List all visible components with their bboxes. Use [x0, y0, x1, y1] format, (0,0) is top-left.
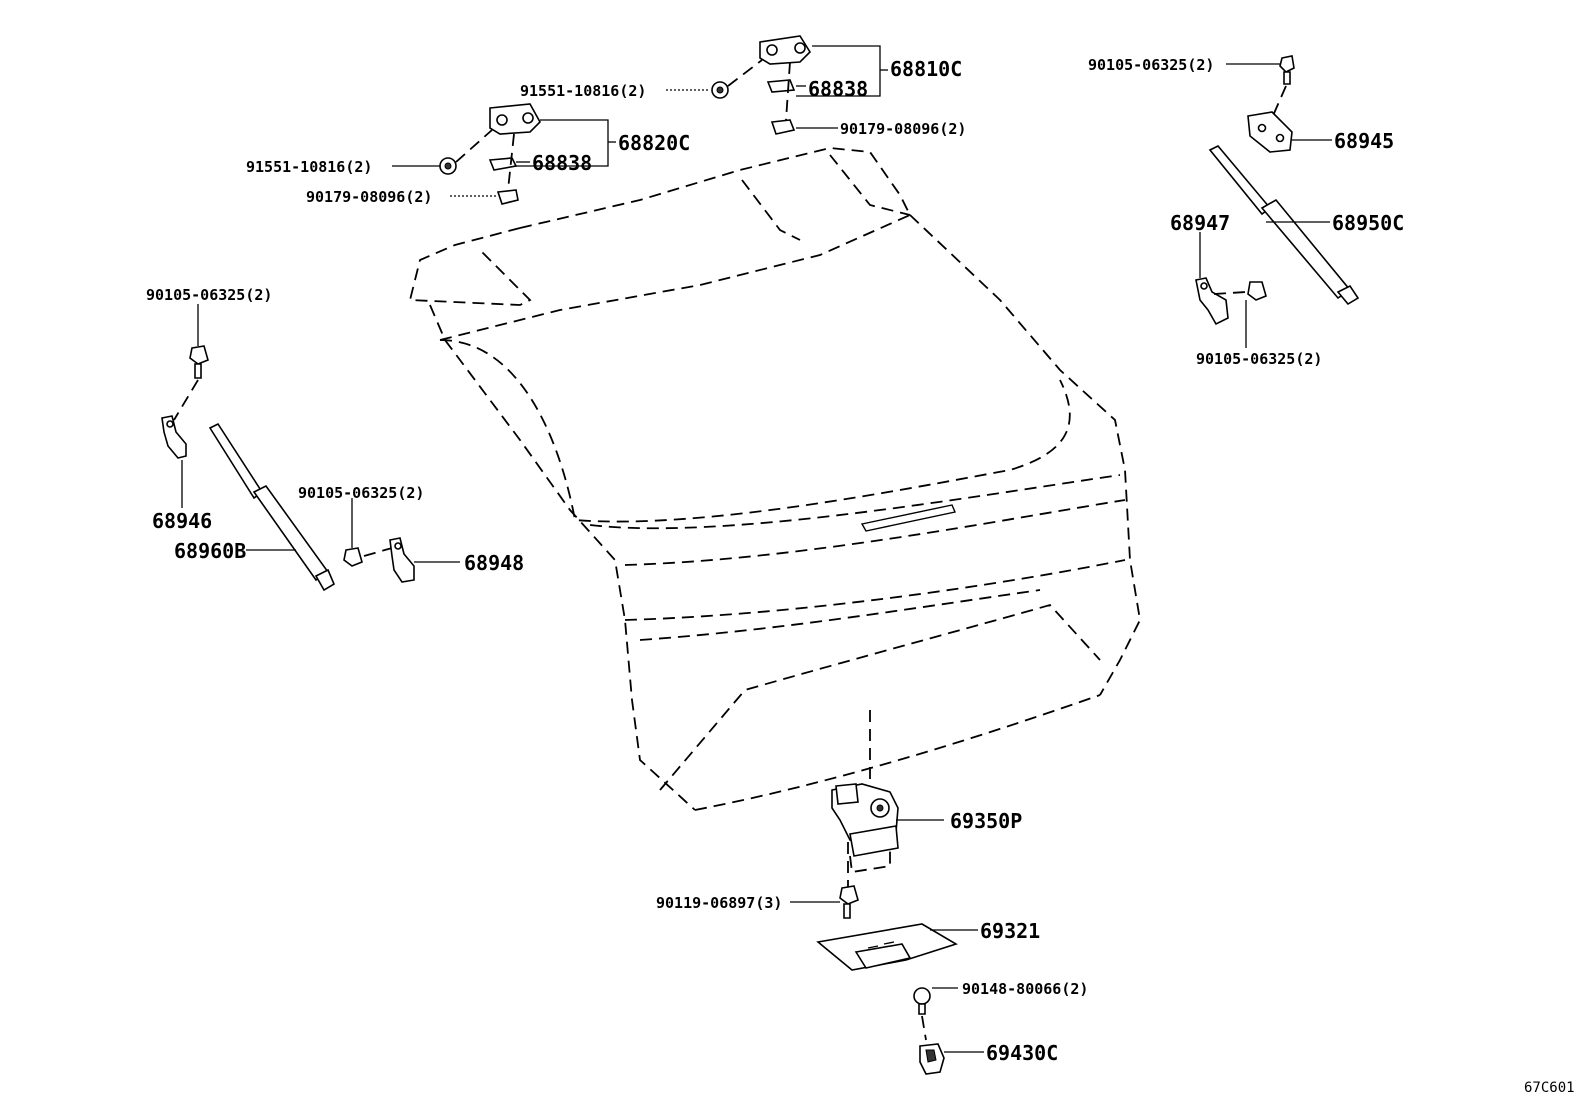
hinge-lower-68820c [439, 103, 541, 205]
label-69321[interactable]: 69321 [980, 919, 1040, 943]
switch-69430c [919, 1043, 945, 1075]
label-68950c[interactable]: 68950C [1332, 211, 1404, 235]
label-90105-topright[interactable]: 90105-06325(2) [1088, 56, 1214, 74]
label-90119[interactable]: 90119-06897(3) [656, 894, 782, 912]
label-68945[interactable]: 68945 [1334, 129, 1394, 153]
back-door-panel [408, 147, 1141, 811]
label-91551-upper[interactable]: 91551-10816(2) [520, 82, 646, 100]
label-68820c[interactable]: 68820C [618, 131, 690, 155]
latch-assembly-69350p [831, 783, 899, 919]
label-68947[interactable]: 68947 [1170, 211, 1230, 235]
label-68960b[interactable]: 68960B [174, 539, 246, 563]
label-68810c[interactable]: 68810C [890, 57, 962, 81]
actuator-69321 [816, 923, 958, 971]
label-68838-lower[interactable]: 68838 [532, 151, 592, 175]
stay-left-68960b [161, 345, 415, 592]
part-labels: 68810C 68838 90179-08096(2) 91551-10816(… [146, 56, 1575, 1096]
label-68948[interactable]: 68948 [464, 551, 524, 575]
label-69350p[interactable]: 69350P [950, 809, 1022, 833]
hinge-upper-68810c [711, 35, 812, 135]
label-68946[interactable]: 68946 [152, 509, 212, 533]
label-90179-lower[interactable]: 90179-08096(2) [306, 188, 432, 206]
diagram-id: 67C601 [1524, 1080, 1575, 1096]
label-90105-right[interactable]: 90105-06325(2) [1196, 350, 1322, 368]
label-68838-upper[interactable]: 68838 [808, 77, 868, 101]
label-90179-upper[interactable]: 90179-08096(2) [840, 120, 966, 138]
leader-lines [181, 45, 1332, 1053]
label-90105-mid[interactable]: 90105-06325(2) [298, 484, 424, 502]
label-90105-left[interactable]: 90105-06325(2) [146, 286, 272, 304]
label-90148[interactable]: 90148-80066(2) [962, 980, 1088, 998]
label-69430c[interactable]: 69430C [986, 1041, 1058, 1065]
stay-right-68950c [1195, 55, 1360, 326]
clip-90148 [913, 987, 931, 1041]
label-91551-lower[interactable]: 91551-10816(2) [246, 158, 372, 176]
